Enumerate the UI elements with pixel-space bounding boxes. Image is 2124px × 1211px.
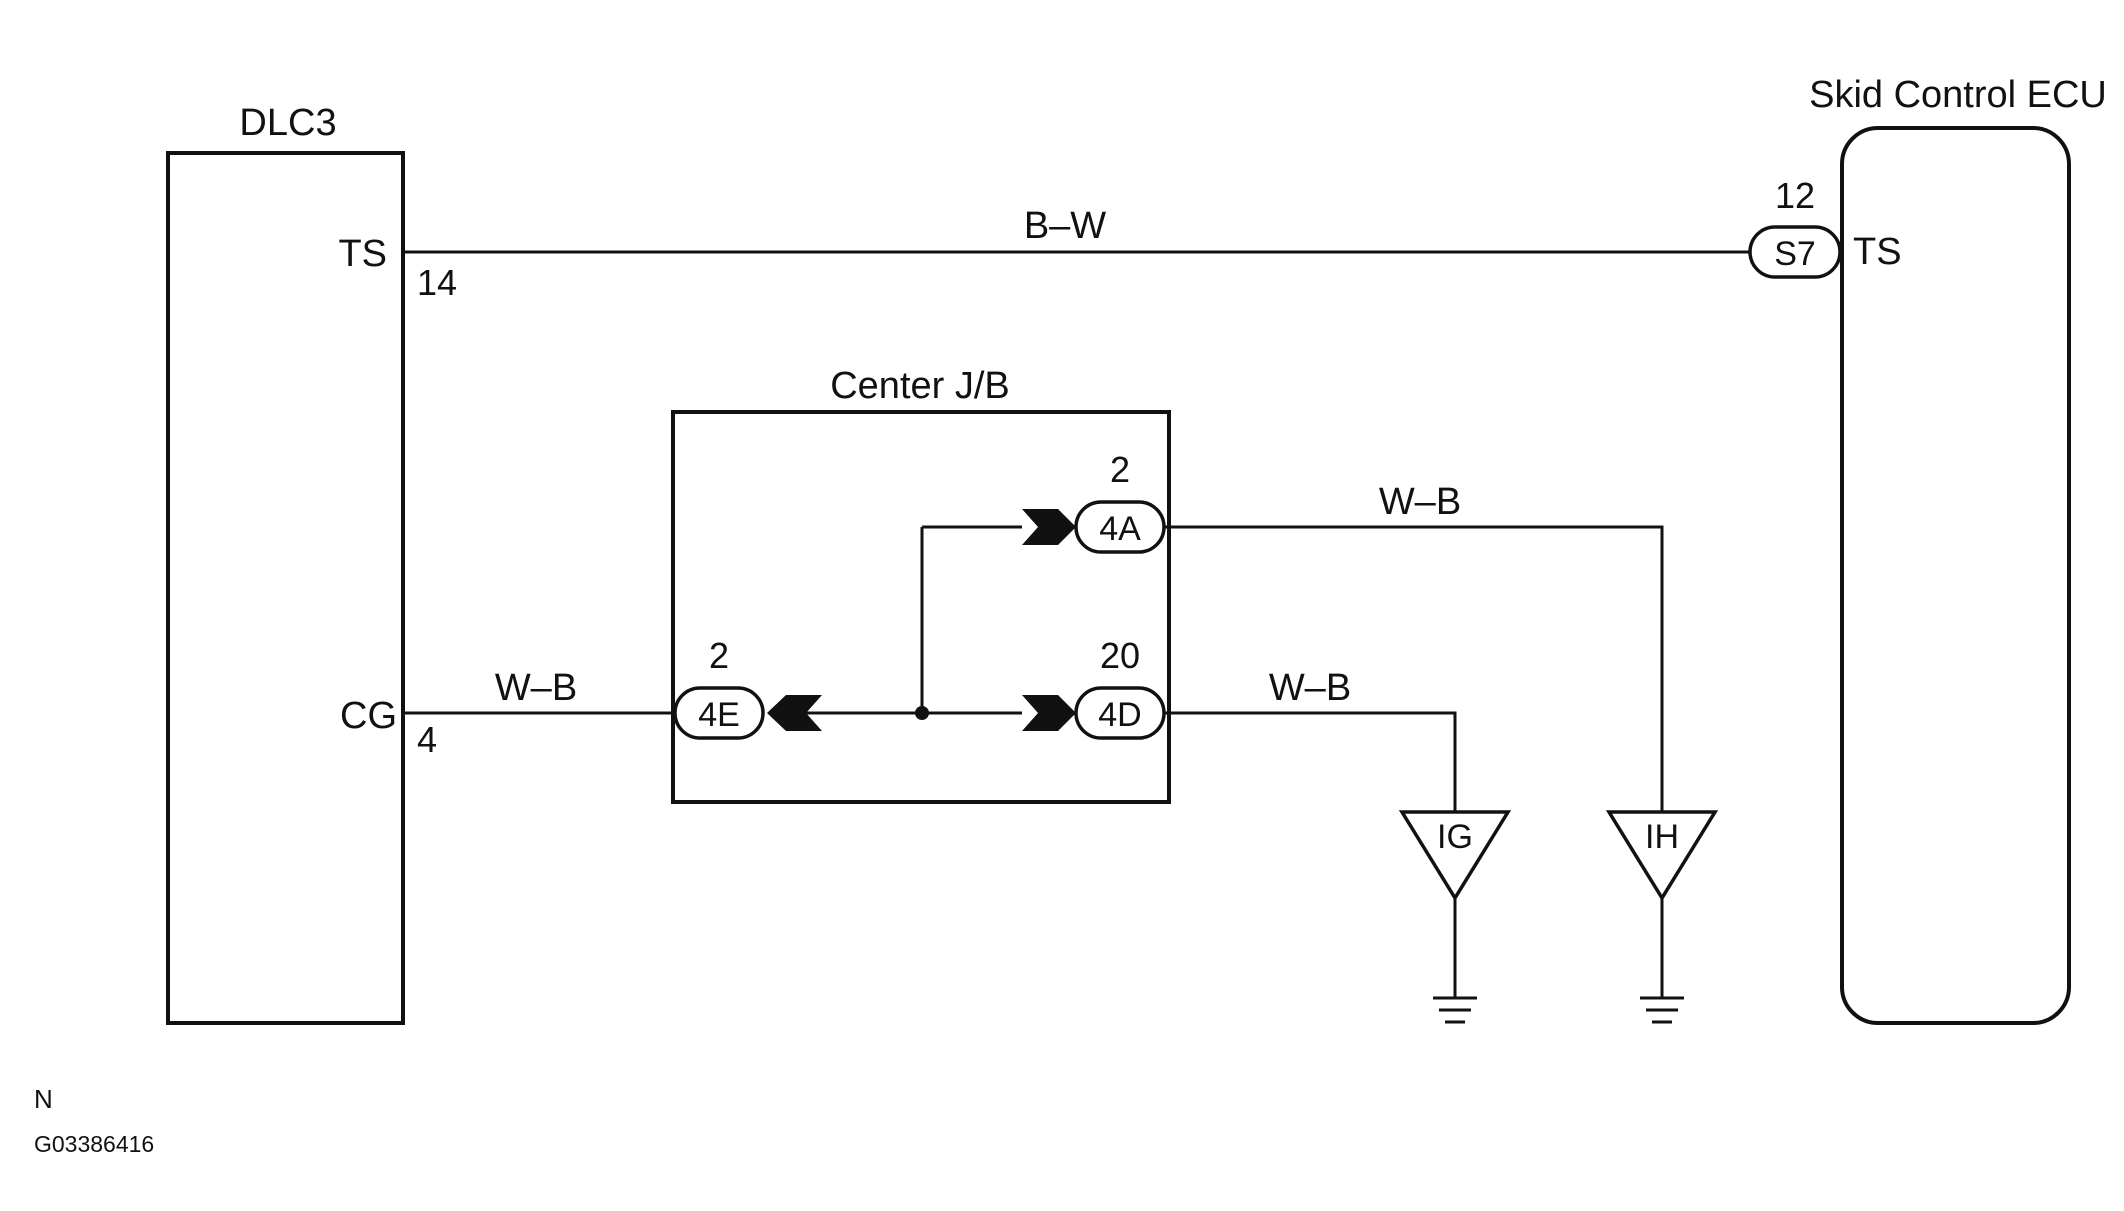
- ground-ih-symbol: [1640, 996, 1684, 1024]
- connector-4a-arrow: [1022, 509, 1076, 545]
- connector-4d-label: 4D: [1098, 696, 1141, 734]
- ground-ig-symbol: [1433, 996, 1477, 1024]
- wire-4a-to-ih: [1164, 525, 1664, 812]
- connector-4a-pin: 2: [1110, 449, 1130, 490]
- ground-point-ig-label: IG: [1437, 818, 1473, 856]
- footer-code-n: N: [34, 1084, 53, 1114]
- connector-s7-pin: 12: [1775, 175, 1815, 216]
- wire-cg-color-label: W–B: [495, 667, 577, 709]
- ground-point-ig: [1398, 810, 1512, 902]
- ecu-pin-ts-label: TS: [1853, 231, 1902, 273]
- connector-4e-label: 4E: [698, 696, 740, 734]
- splice-point: [915, 706, 929, 720]
- connector-4e: [673, 686, 765, 740]
- dlc3-pin-ts-label: TS: [338, 233, 387, 275]
- connector-4d-arrow: [1022, 695, 1076, 731]
- connector-4d-pin: 20: [1100, 635, 1140, 676]
- connector-4e-pin: 2: [709, 635, 729, 676]
- ground-point-ih: [1605, 810, 1719, 902]
- wire-4d-to-ig: [1164, 711, 1457, 812]
- footer-figure-id: G03386416: [34, 1131, 154, 1157]
- dlc3-pin-ts-number: 14: [417, 262, 457, 303]
- center-jb-title: Center J/B: [830, 365, 1010, 407]
- dlc3-pin-cg-label: CG: [340, 695, 397, 737]
- dlc3-title: DLC3: [239, 102, 336, 144]
- connector-s7-label: S7: [1774, 235, 1816, 273]
- wire-4d-color-label: W–B: [1269, 667, 1351, 709]
- connector-s7: [1748, 225, 1842, 279]
- connector-4e-arrow: [767, 695, 822, 731]
- ecu-title: Skid Control ECU: [1809, 74, 2107, 116]
- ground-point-ih-label: IH: [1645, 818, 1679, 856]
- connector-4a-label: 4A: [1099, 510, 1141, 548]
- ecu-box: [1840, 126, 2071, 1025]
- dlc3-box: [166, 151, 405, 1025]
- wire-ts-color-label: B–W: [1024, 205, 1106, 247]
- wire-4a-color-label: W–B: [1379, 481, 1461, 523]
- dlc3-pin-cg-number: 4: [417, 719, 437, 760]
